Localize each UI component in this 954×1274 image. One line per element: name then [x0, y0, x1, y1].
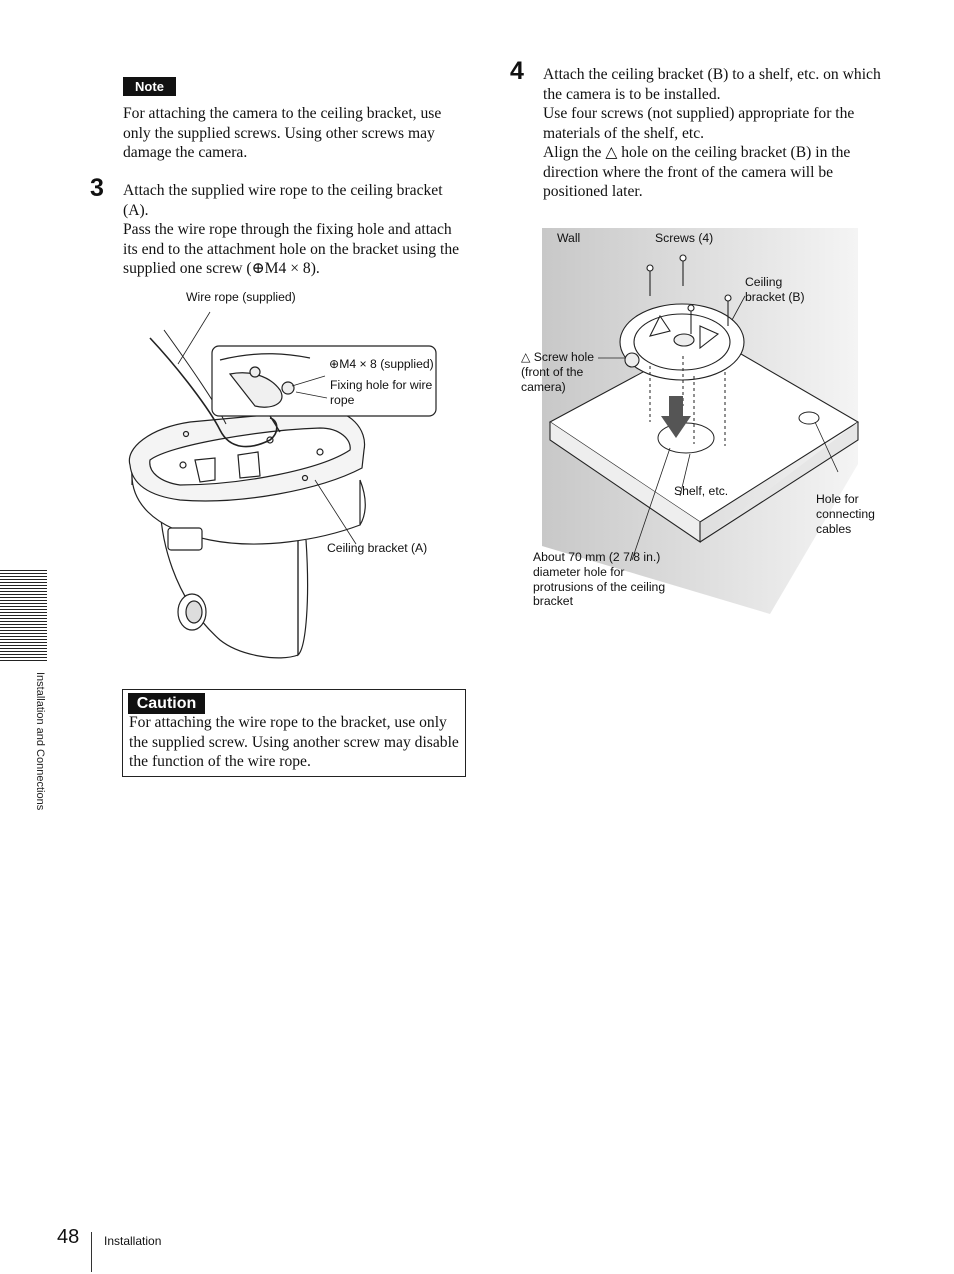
section-label: Installation and Connections [34, 672, 46, 811]
label-ceiling-bracket-a: Ceiling bracket (A) [327, 541, 428, 555]
step-4-text: Attach the ceiling bracket (B) to a shel… [543, 65, 888, 202]
label-screw-m4: ⊕M4 × 8 (supplied) [329, 357, 434, 371]
step-4-line-3: Align the △ hole on the ceiling bracket … [543, 144, 851, 200]
footer-section: Installation [104, 1234, 162, 1248]
step-3-text: Attach the supplied wire rope to the cei… [123, 181, 468, 279]
step-4-line-2: Use four screws (not supplied) appropria… [543, 105, 855, 142]
label-shelf: Shelf, etc. [674, 484, 729, 498]
footer-divider [91, 1232, 92, 1272]
page-number: 48 [57, 1226, 80, 1248]
label-wire-rope: Wire rope (supplied) [186, 290, 296, 304]
caution-box: Caution For attaching the wire rope to t… [122, 689, 466, 777]
note-badge: Note [123, 77, 176, 96]
camera-wire-rope-figure [128, 311, 437, 659]
label-screw-hole: △ Screw hole (front of the camera) [521, 350, 595, 394]
label-fixing-hole: Fixing hole for wire rope [330, 378, 433, 407]
step-3-number: 3 [90, 174, 104, 202]
label-screws-4: Screws (4) [655, 231, 714, 245]
label-diameter-hole: About 70 mm (2 7/8 in.) diameter hole fo… [533, 550, 666, 609]
step-3-line-1: Attach the supplied wire rope to the cei… [123, 182, 443, 219]
shelf-mounting-figure [542, 228, 860, 614]
step-4-line-1: Attach the ceiling bracket (B) to a shel… [543, 66, 881, 103]
label-hole-cables: Hole for connecting cables [816, 492, 875, 536]
step-4-number: 4 [510, 57, 524, 85]
caution-text: For attaching the wire rope to the brack… [129, 714, 459, 770]
label-ceiling-bracket-b: Ceiling bracket (B) [745, 275, 805, 304]
caution-badge: Caution [128, 693, 205, 714]
label-wall: Wall [557, 231, 581, 245]
note-text: For attaching the camera to the ceiling … [123, 105, 442, 161]
section-tab [0, 570, 47, 662]
step-3-line-2: Pass the wire rope through the fixing ho… [123, 221, 460, 277]
